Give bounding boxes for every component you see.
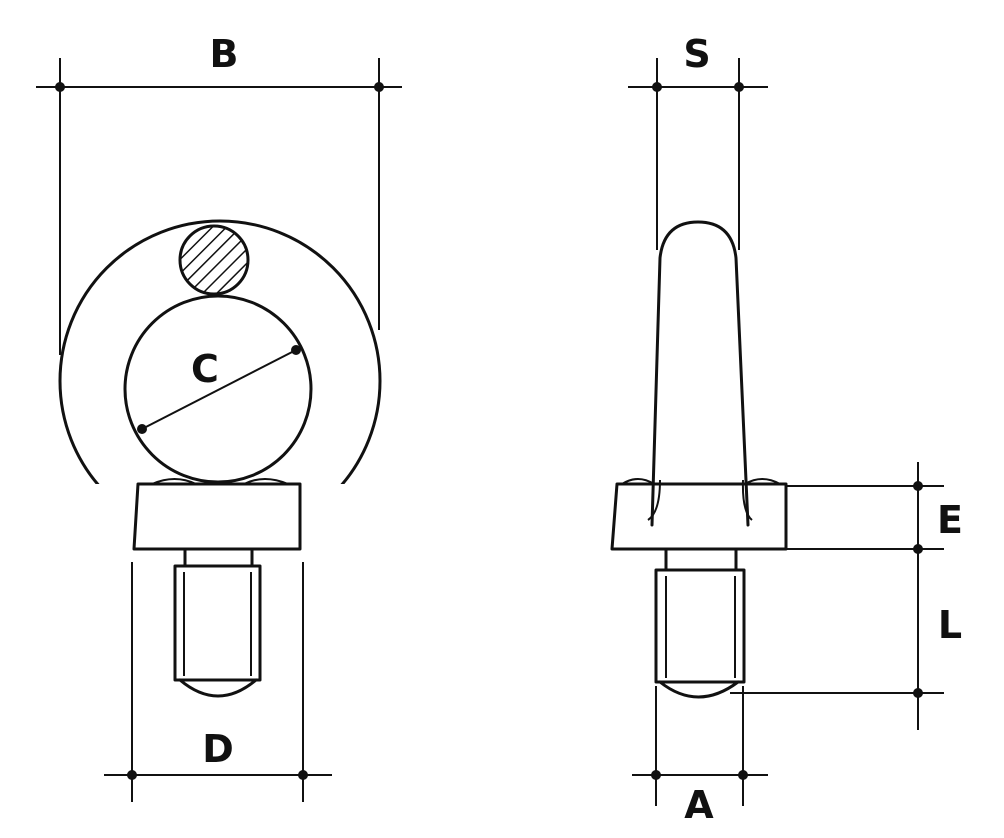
label-s: S [683,32,710,76]
dimension-e-l: E L [730,462,963,730]
front-threaded-stud [173,564,262,682]
label-l: L [938,603,962,647]
side-threaded-stud [654,568,746,684]
label-a: A [684,783,714,827]
side-stud-tip [658,680,740,699]
front-ring-outer [58,219,382,484]
front-collar [132,482,302,551]
front-ring-inner [123,294,313,484]
ring-cross-section-hatched [178,224,250,296]
dimension-d: D [104,562,332,802]
front-stud-tip [178,678,258,698]
side-view: S E L A [610,32,963,827]
dimension-a: A [632,686,768,827]
dimension-c: C [137,345,301,434]
side-collar [610,482,788,551]
label-e: E [937,498,963,542]
front-view: B C D [36,32,402,802]
dimension-b: B [36,32,402,355]
label-c: C [191,347,219,391]
label-d: D [202,727,234,771]
label-b: B [210,32,239,76]
dimension-s: S [628,32,768,250]
front-collar-top-detail [151,478,289,485]
side-eye-body [650,220,750,527]
